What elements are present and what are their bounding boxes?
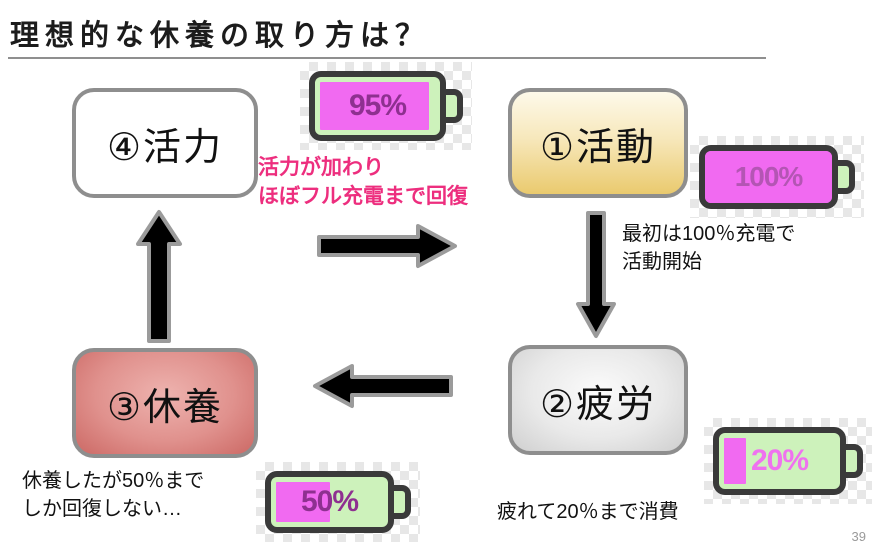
battery-95-terminal — [446, 89, 463, 123]
note-vitality-line1: 活力が加わり — [258, 156, 384, 179]
arrow-fatigue-to-rest — [313, 364, 453, 408]
cycle-box-rest: ③休養 — [72, 348, 258, 458]
battery-100-fill — [705, 151, 832, 203]
cycle-box-activity-label: ①活動 — [539, 126, 657, 169]
battery-50-terminal — [394, 485, 411, 519]
battery-20-body: 20% — [713, 427, 846, 495]
cycle-box-fatigue-label: ②疲労 — [539, 383, 657, 426]
note-vitality: 活力が加わり ほぼフル充電まで回復 — [258, 153, 468, 212]
note-rest-line1: 休養したが50％まで — [22, 470, 205, 492]
battery-100-terminal — [838, 160, 855, 194]
note-activity: 最初は100％充電で 活動開始 — [622, 221, 795, 276]
battery-95-icon: 95% — [300, 62, 472, 150]
cycle-box-activity: ①活動 — [508, 88, 688, 198]
note-activity-line2: 活動開始 — [622, 250, 702, 273]
note-rest-line2: しか回復しない… — [22, 497, 182, 520]
battery-20-icon: 20% — [704, 418, 872, 504]
battery-100-icon: 100% — [690, 136, 864, 218]
battery-95-body: 95% — [309, 71, 446, 141]
battery-95-fill — [320, 82, 430, 130]
battery-20-fill — [724, 438, 747, 484]
page-number: 39 — [851, 529, 866, 544]
slide-title: 理想的な休養の取り方は？ — [10, 20, 431, 52]
note-activity-line1: 最初は100％充電で — [622, 223, 796, 245]
note-fatigue: 疲れて20％まで消費 — [497, 501, 679, 523]
cycle-box-vitality: ④活力 — [72, 88, 258, 198]
battery-100-body: 100% — [699, 145, 838, 209]
cycle-box-rest-label: ③休養 — [106, 386, 224, 429]
arrow-vitality-to-activity — [317, 224, 457, 268]
battery-50-icon: 50% — [256, 462, 420, 542]
battery-50-label: 50% — [300, 485, 359, 518]
arrow-rest-to-vitality — [136, 210, 182, 343]
battery-20-terminal — [846, 444, 863, 478]
battery-100-label: 100% — [734, 161, 804, 192]
note-rest: 休養したが50％まで しか回復しない… — [22, 468, 204, 523]
battery-95-label: 95% — [348, 89, 407, 122]
note-vitality-line2: ほぼフル充電まで回復 — [258, 185, 468, 209]
battery-50-body: 50% — [265, 471, 394, 533]
arrow-activity-to-fatigue — [576, 211, 616, 338]
title-underline — [8, 57, 766, 59]
cycle-box-fatigue: ②疲労 — [508, 345, 688, 455]
battery-50-fill — [276, 482, 330, 522]
battery-20-label: 20% — [750, 444, 809, 477]
cycle-box-vitality-label: ④活力 — [106, 126, 224, 169]
